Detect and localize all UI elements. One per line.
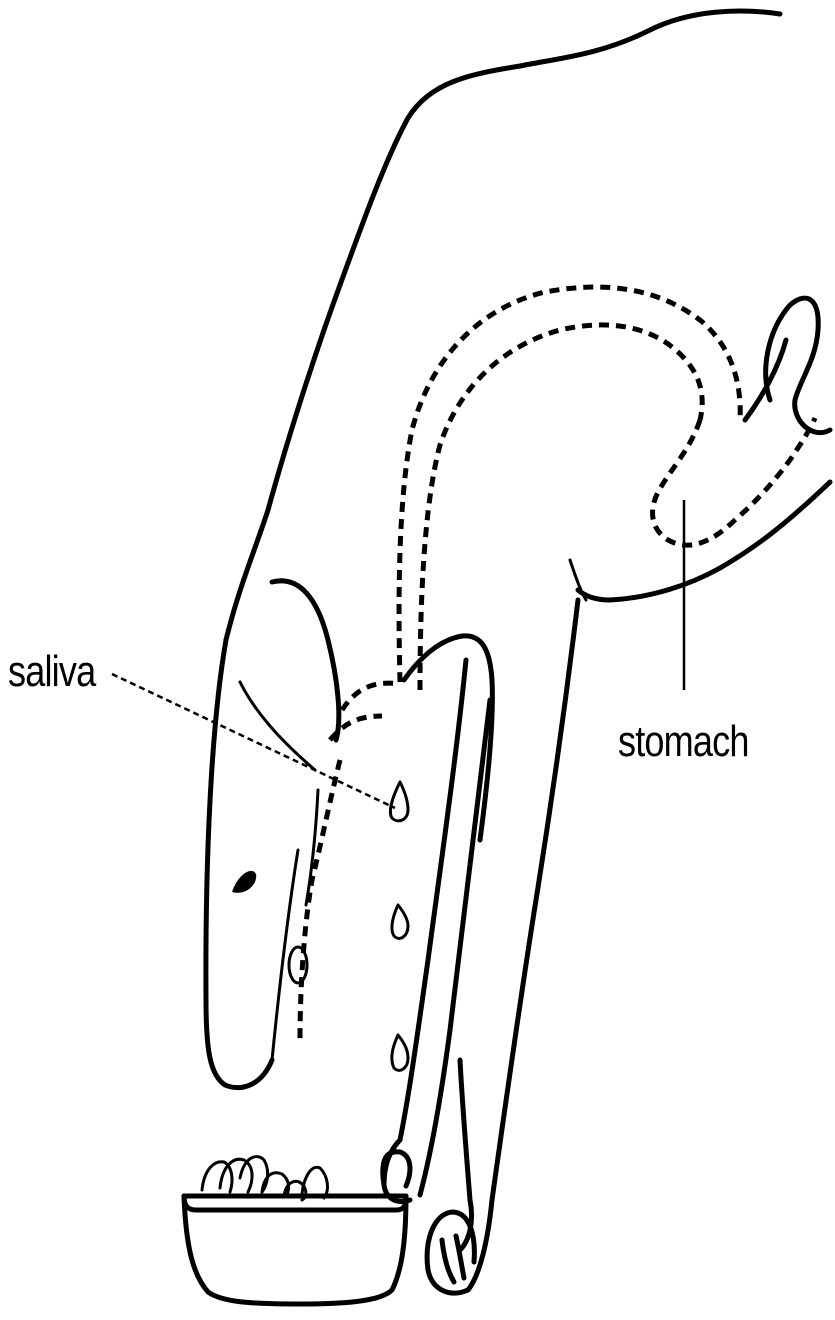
dog-paw-far xyxy=(427,1212,474,1293)
stomach-label: stomach xyxy=(618,720,749,764)
stomach-outline xyxy=(653,418,815,545)
saliva-drop-2 xyxy=(392,905,408,938)
saliva-label: saliva xyxy=(8,650,95,694)
saliva-drop-1 xyxy=(390,782,408,821)
dog-jaw xyxy=(240,682,315,770)
dog-head-outline xyxy=(206,640,272,1088)
dog-eye xyxy=(232,871,256,893)
dog-snout-line xyxy=(272,850,298,1060)
dog-front-leg-far xyxy=(468,600,578,1290)
dog-ear xyxy=(272,581,339,740)
esophagus-outer xyxy=(399,287,740,682)
dog-front-leg-near xyxy=(384,660,466,1201)
dog-tail-fold xyxy=(745,298,830,433)
dog-belly-under xyxy=(570,560,586,600)
saliva-drop-3 xyxy=(392,1035,408,1070)
food-pieces xyxy=(202,1157,327,1200)
salivary-duct-inner xyxy=(306,790,318,905)
dog-back-outline xyxy=(226,11,780,640)
